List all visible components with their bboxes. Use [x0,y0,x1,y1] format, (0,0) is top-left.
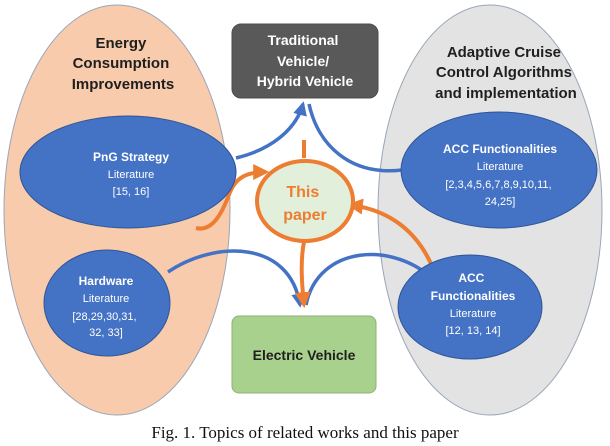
acc-upper-title: ACC Functionalities [443,142,557,156]
this-paper-node [255,159,355,243]
png-strategy-refs: [15, 16] [113,186,150,198]
png-strategy-node [19,115,237,229]
arrow-png-to-traditional [235,101,307,160]
png-strategy-title: PnG Strategy [93,150,169,164]
electric-vehicle-label: Electric Vehicle [253,347,356,363]
acc-functionalities-upper-node [400,111,598,229]
left-group-title: Energy Consumption Improvements [72,35,175,93]
arrow-this-paper-to-electric [294,241,311,309]
acc-functionalities-lower-node [397,254,543,360]
arrow-acc-lower-to-electric [304,252,438,306]
electric-vehicle-box [231,315,377,394]
arrow-png-to-this-paper [195,164,270,231]
traditional-vehicle-label: Traditional Vehicle/ Hybrid Vehicle [257,32,354,89]
hardware-title: Hardware [79,274,134,288]
this-paper-label: This paper [283,184,327,224]
figure-caption: Fig. 1. Topics of related works and this… [151,423,459,442]
acc-upper-sub: Literature [477,161,523,173]
hardware-sub: Literature [83,293,129,305]
acc-upper-refs: [2,3,4,5,6,7,8,9,10,11, 24,25] [445,179,554,208]
traditional-vehicle-box [231,23,379,99]
acc-lower-sub: Literature [450,308,496,320]
arrow-acc-upper-to-traditional [307,103,403,173]
hardware-refs: [28,29,30,31, 32, 33] [72,311,139,339]
acc-lower-refs: [12, 13, 14] [445,325,500,337]
arrow-hardware-to-electric [167,249,306,308]
hardware-node [43,249,171,357]
acc-lower-title: ACC Functionalities [431,271,516,303]
arrow-acc-lower-to-this-paper [346,198,434,267]
png-strategy-sub: Literature [108,169,154,181]
right-group-title: Adaptive Cruise Control Algorithms and i… [435,44,577,102]
